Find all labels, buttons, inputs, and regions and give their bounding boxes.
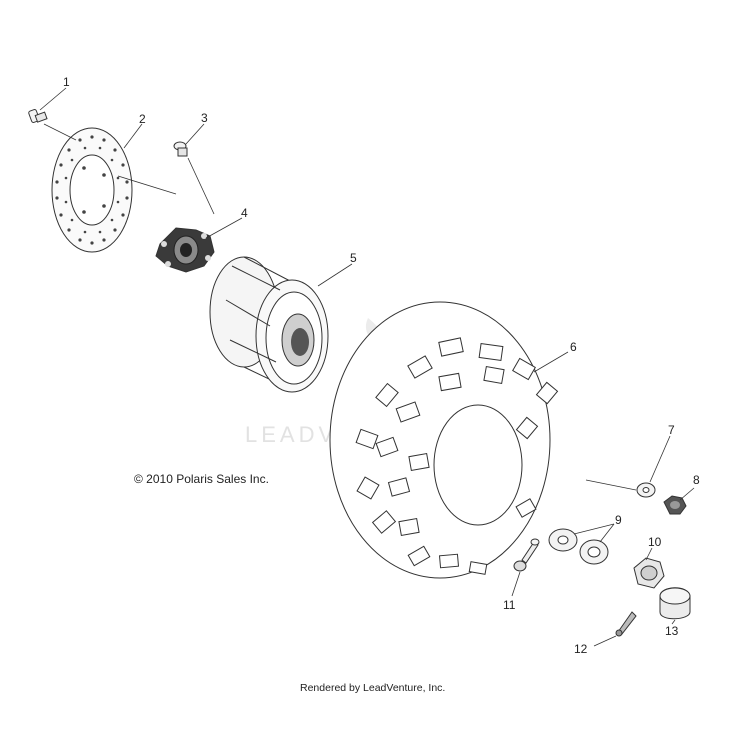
part-bolt-1: [28, 109, 48, 123]
callout-5: 5: [350, 251, 357, 265]
callout-9: 9: [615, 513, 622, 527]
callout-12: 12: [574, 642, 588, 656]
part-castle-nut: [633, 557, 665, 589]
callout-10: 10: [648, 535, 662, 549]
callout-8: 8: [693, 473, 700, 487]
leader-lines: [39, 87, 695, 647]
part-brake-disc: [51, 127, 133, 253]
part-washers-9: [548, 528, 609, 565]
callout-11: 11: [503, 598, 516, 612]
callout-13: 13: [665, 624, 679, 638]
part-cotter-pin: [615, 611, 637, 637]
part-tire: [329, 301, 559, 579]
part-rim: [209, 256, 329, 393]
rendered-by-footer: Rendered by LeadVenture, Inc.: [300, 682, 445, 694]
callout-6: 6: [570, 340, 577, 354]
callout-7: 7: [668, 423, 675, 437]
copyright-text: © 2010 Polaris Sales Inc.: [134, 472, 269, 486]
callout-2: 2: [139, 112, 146, 126]
part-nut-8: [663, 495, 687, 515]
part-bolt-3: [173, 141, 188, 157]
part-washer-7: [636, 482, 656, 498]
part-cap: [659, 587, 691, 620]
callout-3: 3: [201, 111, 208, 125]
callout-4: 4: [241, 206, 248, 220]
part-stud: [513, 538, 540, 572]
callout-1: 1: [63, 75, 70, 89]
part-wheel-hub: [155, 227, 215, 273]
